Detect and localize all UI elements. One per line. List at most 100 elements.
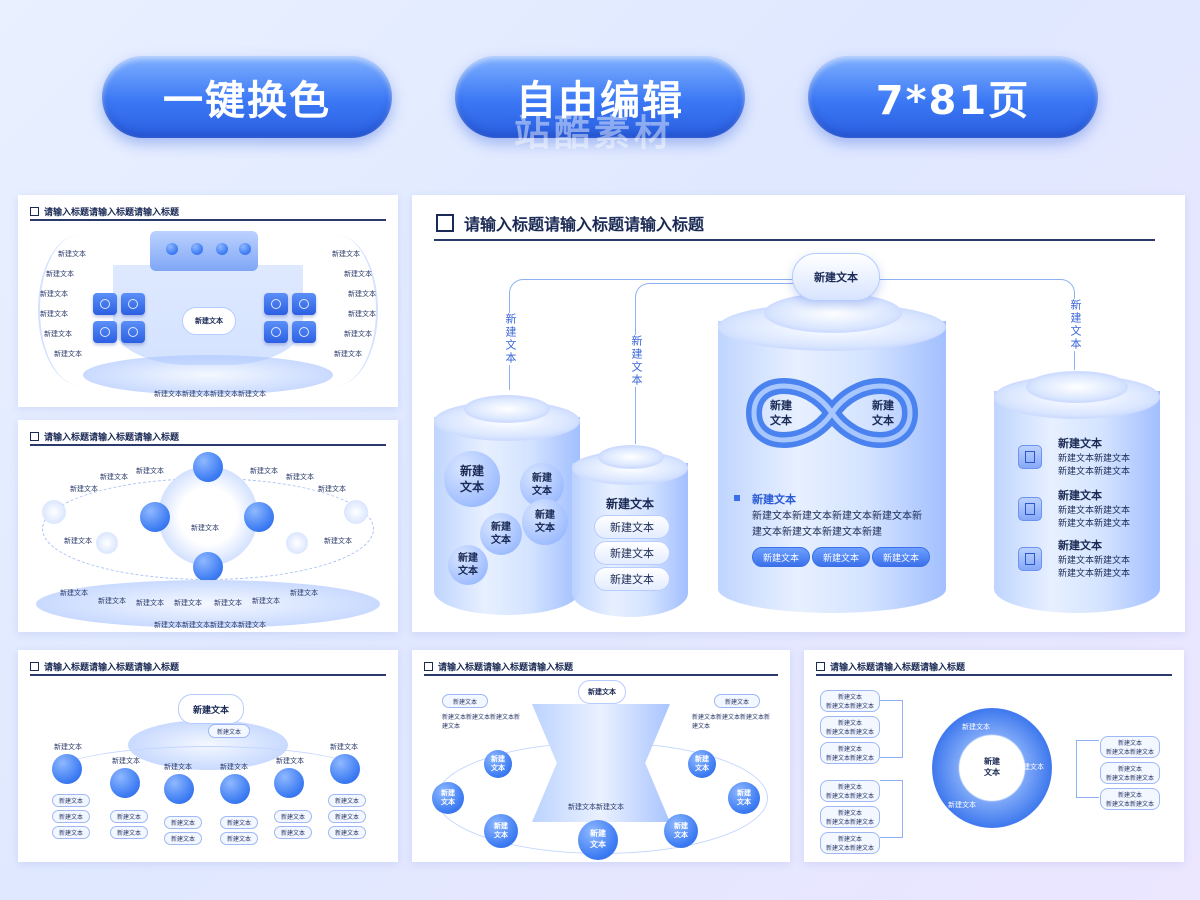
center-pill[interactable]: 新建文本 xyxy=(872,547,930,567)
center-ring xyxy=(158,466,258,566)
label: 新建文本 xyxy=(44,330,72,338)
item-pill: 新建文本 xyxy=(52,826,90,839)
connector-label: 新建文本 xyxy=(502,313,518,365)
middle-pill[interactable]: 新建文本 xyxy=(594,515,670,539)
label: 新建文本 xyxy=(332,250,360,258)
bubble: 新建 文本 xyxy=(728,782,760,814)
right-item-line: 新建文本新建文本 xyxy=(1058,506,1131,516)
doc-icon xyxy=(1018,547,1042,571)
list-pill-sub: 新建文本新建文本 xyxy=(825,845,874,852)
node-icon xyxy=(330,754,360,784)
panel-title: 请输入标题请输入标题请输入标题 xyxy=(424,660,573,673)
node-icon xyxy=(193,452,223,482)
tile-icon xyxy=(292,321,316,343)
label: 新建文本 xyxy=(164,763,192,771)
badge-page-count[interactable]: 7*81页 xyxy=(808,56,1098,138)
cloud-icon: 新建文本 xyxy=(578,680,626,704)
center-pill[interactable]: 新建文本 xyxy=(812,547,870,567)
base-label: 新建文本新建文本新建文本新建文本 xyxy=(154,621,266,629)
base-row-label: 新建文本 xyxy=(98,597,126,605)
ring-label: 新建文本 xyxy=(962,723,990,731)
label: 新建文本 xyxy=(58,250,86,258)
item-pill: 新建文本 xyxy=(164,832,202,845)
item-pill: 新建文本 xyxy=(52,810,90,823)
side-node xyxy=(96,532,118,554)
middle-heading: 新建文本 xyxy=(606,497,655,511)
right-item-line: 新建文本新建文本 xyxy=(1058,569,1131,579)
title-underline xyxy=(30,444,386,446)
bracket-line xyxy=(880,780,903,838)
side-node xyxy=(42,500,66,524)
panel-title: 请输入标题请输入标题请输入标题 xyxy=(30,205,179,218)
infinity-icon xyxy=(746,378,918,448)
bubble: 新建 文本 xyxy=(480,513,522,555)
badge-one-key-color[interactable]: 一键换色 xyxy=(102,56,392,138)
doc-icon xyxy=(1018,497,1042,521)
list-pill-sub: 新建文本新建文本 xyxy=(1105,775,1154,782)
item-pill: 新建文本 xyxy=(274,810,312,823)
title-underline xyxy=(434,239,1155,241)
tile-icon xyxy=(93,321,117,343)
cloud-sub-pill: 新建文本 xyxy=(208,724,250,738)
thumb-panel-3[interactable]: 请输入标题请输入标题请输入标题 新建文本 新建文本 新建文本 新建文本 新建文本… xyxy=(18,650,398,862)
thumb-panel-1[interactable]: 请输入标题请输入标题请输入标题 新建文本 新建文本 新建文本 新建文本 新建文本… xyxy=(18,195,398,407)
list-pill-sub: 新建文本新建文本 xyxy=(825,819,874,826)
panel-title: 请输入标题请输入标题请输入标题 xyxy=(30,660,179,673)
cylinder-middle xyxy=(572,463,688,617)
bubble: 新建 文本 xyxy=(484,814,518,848)
base-row-label: 新建文本 xyxy=(290,589,318,597)
list-pill-title: 新建文本 xyxy=(1117,740,1142,747)
node-icon xyxy=(193,552,223,582)
label: 新建文本 xyxy=(54,350,82,358)
node-icon xyxy=(244,502,274,532)
item-pill: 新建文本 xyxy=(328,810,366,823)
title-underline xyxy=(816,674,1172,676)
middle-pill[interactable]: 新建文本 xyxy=(594,541,670,565)
tile-icon xyxy=(264,293,288,315)
list-pill: 新建文本新建文本新建文本 xyxy=(820,742,880,764)
right-item-title: 新建文本 xyxy=(1058,489,1102,502)
main-preview-panel[interactable]: 请输入标题请输入标题请输入标题 新建文本 新建文本 新建文本 新建 文本 新建 … xyxy=(412,195,1185,632)
top-node xyxy=(239,243,251,255)
item-pill: 新建文本 xyxy=(328,826,366,839)
base-row-label: 新建文本 xyxy=(174,599,202,607)
item-pill: 新建文本 xyxy=(52,794,90,807)
middle-pill[interactable]: 新建文本 xyxy=(594,567,670,591)
item-pill: 新建文本 xyxy=(274,826,312,839)
bubble: 新建 文本 xyxy=(484,750,512,778)
label: 新建文本 xyxy=(334,350,362,358)
cloud-icon: 新建文本 xyxy=(792,253,880,301)
thumb-panel-5[interactable]: 请输入标题请输入标题请输入标题 新建 文本 新建文本 新建文本 新建文本 新建文… xyxy=(804,650,1184,862)
label: 新建文本 xyxy=(330,743,358,751)
item-pill: 新建文本 xyxy=(110,826,148,839)
left-tag: 新建文本 xyxy=(442,694,488,708)
list-pill-title: 新建文本 xyxy=(837,720,862,727)
right-body: 新建文本新建文本新建文本新建文本 xyxy=(692,714,771,730)
list-pill-title: 新建文本 xyxy=(837,810,862,817)
label: 新建文本 xyxy=(64,537,92,545)
ring-center: 新建 文本 xyxy=(967,743,1017,793)
right-item-title: 新建文本 xyxy=(1058,437,1102,450)
panel-title: 请输入标题请输入标题请输入标题 xyxy=(816,660,965,673)
panel-title-text: 请输入标题请输入标题请输入标题 xyxy=(830,663,966,673)
panel-title-text: 请输入标题请输入标题请输入标题 xyxy=(464,215,705,234)
list-pill-title: 新建文本 xyxy=(1117,792,1142,799)
thumb-panel-2[interactable]: 请输入标题请输入标题请输入标题 新建文本 新建文本 新建文本 新建文本 新建文本… xyxy=(18,420,398,632)
base-row-label: 新建文本 xyxy=(214,599,242,607)
label: 新建文本 xyxy=(70,485,98,493)
thumb-panel-4[interactable]: 请输入标题请输入标题请输入标题 新建文本 新建文本 新建文本 新建文本新建文本新… xyxy=(412,650,790,862)
center-cloud: 新建文本 xyxy=(182,307,236,335)
bracket-line xyxy=(1076,740,1099,798)
right-item-line: 新建文本新建文本 xyxy=(1058,467,1131,477)
stage-base xyxy=(36,580,380,628)
connector-label: 新建文本 xyxy=(1067,299,1083,351)
cylinder-right-cap xyxy=(1026,371,1128,403)
label: 新建文本 xyxy=(250,467,278,475)
bubble: 新建 文本 xyxy=(432,782,464,814)
label: 新建文本 xyxy=(344,270,372,278)
center-pill[interactable]: 新建文本 xyxy=(752,547,810,567)
center-heading: 新建文本 xyxy=(752,493,796,506)
infinity-label: 新建 文本 xyxy=(872,399,894,427)
cylinder-left-cap xyxy=(464,395,550,423)
badge-free-edit[interactable]: 自由编辑 xyxy=(455,56,745,138)
